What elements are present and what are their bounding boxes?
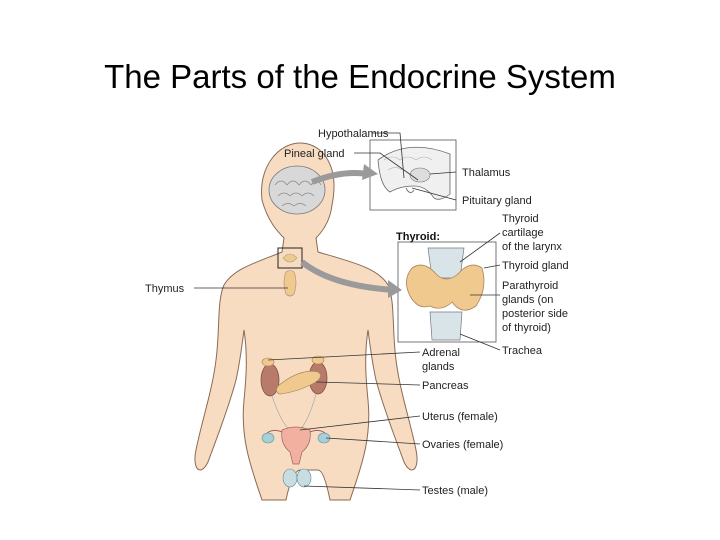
label-thyroid-cartilage-2: cartilage xyxy=(502,227,544,239)
brain-arrowhead xyxy=(362,164,378,180)
inset-thalamus xyxy=(409,167,431,183)
label-ovaries: Ovaries (female) xyxy=(422,439,503,451)
label-thyroid-cartilage-3: of the larynx xyxy=(502,241,562,253)
lead-adrenal xyxy=(267,351,421,361)
inset-thyroid xyxy=(406,264,485,311)
uterus xyxy=(281,426,311,465)
lead-uterus xyxy=(299,415,421,431)
right-adrenal xyxy=(311,355,325,365)
label-adrenal-2: glands xyxy=(422,361,455,373)
label-pineal: Pineal gland xyxy=(284,148,345,160)
neck-thyroid-box xyxy=(277,247,303,269)
inset-pituitary xyxy=(405,187,415,194)
page-title: The Parts of the Endocrine System xyxy=(104,58,616,95)
label-thymus: Thymus xyxy=(145,283,185,295)
label-pancreas: Pancreas xyxy=(422,380,469,392)
lead-thyroid-cartilage xyxy=(459,232,501,263)
label-thalamus: Thalamus xyxy=(462,167,511,179)
lead-ovaries xyxy=(325,437,421,445)
inset-trachea xyxy=(429,311,463,341)
label-testes: Testes (male) xyxy=(422,485,488,497)
thyroid-arrow xyxy=(300,259,395,293)
left-adrenal xyxy=(261,357,275,367)
right-testis xyxy=(296,468,312,488)
label-trachea: Trachea xyxy=(502,345,543,357)
lead-thyroid-gland xyxy=(483,264,501,269)
label-parathyroid-1: Parathyroid xyxy=(502,280,558,292)
lead-trachea xyxy=(459,333,501,351)
lead-thalamus xyxy=(429,171,457,175)
label-pituitary: Pituitary gland xyxy=(462,195,532,207)
label-parathyroid-3: posterior side xyxy=(502,308,568,320)
neck-thyroid xyxy=(282,253,298,263)
inset-gyri xyxy=(383,156,433,171)
brain xyxy=(268,165,326,215)
label-thyroid-cartilage-1: Thyroid xyxy=(502,213,539,225)
label-thyroid-heading: Thyroid: xyxy=(396,231,440,243)
lead-pituitary xyxy=(411,187,457,201)
left-ovary xyxy=(261,432,275,444)
label-adrenal-1: Adrenal xyxy=(422,347,460,359)
left-testis xyxy=(282,468,298,488)
thyroid-arrowhead xyxy=(388,280,402,298)
lead-pineal xyxy=(354,152,419,181)
lead-hypothalamus xyxy=(372,132,405,179)
label-hypothalamus: Hypothalamus xyxy=(318,128,389,140)
label-parathyroid-2: glands (on xyxy=(502,294,553,306)
thymus xyxy=(283,270,297,297)
label-thyroid-gland: Thyroid gland xyxy=(502,260,569,272)
lead-pancreas xyxy=(315,381,421,386)
lead-testes xyxy=(303,485,421,491)
body-silhouette xyxy=(194,142,418,501)
label-parathyroid-4: of thyroid) xyxy=(502,322,551,334)
label-uterus: Uterus (female) xyxy=(422,411,498,423)
